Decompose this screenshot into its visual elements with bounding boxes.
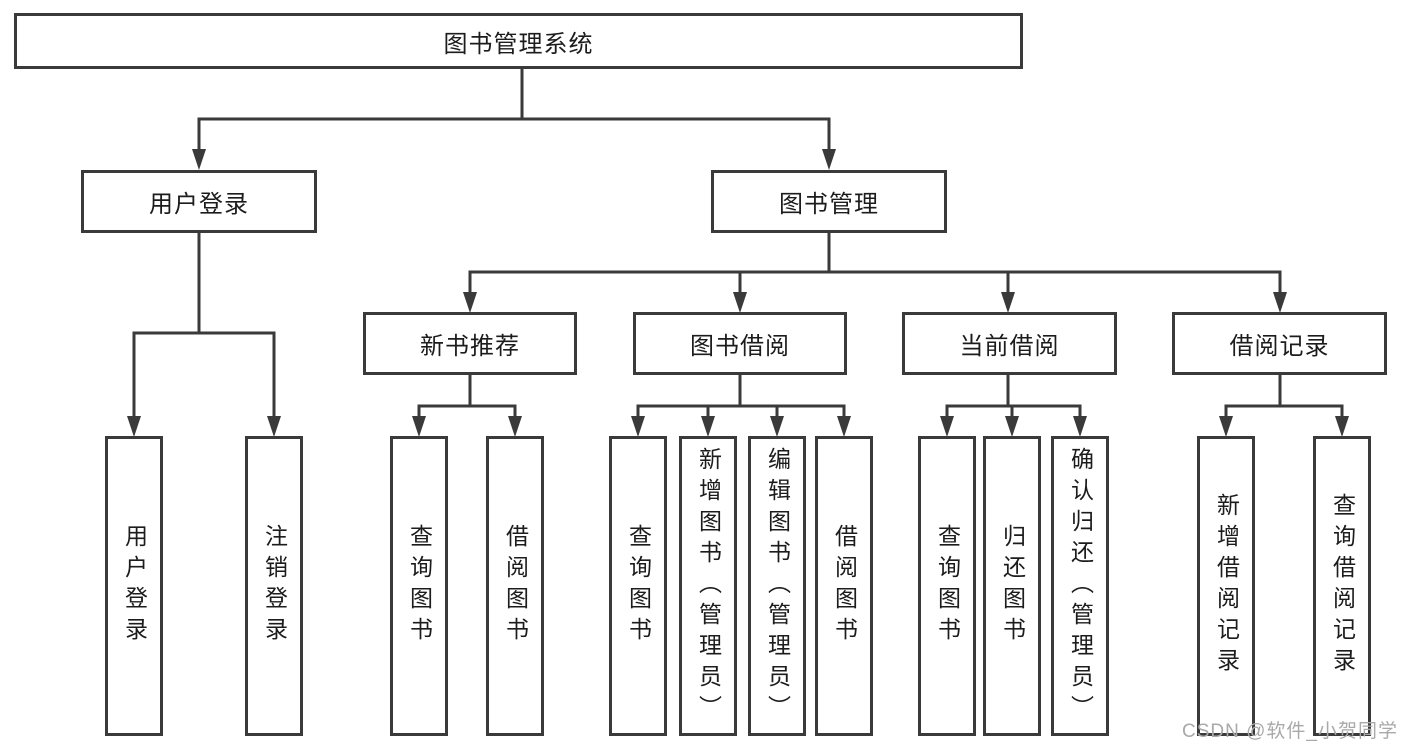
node-label: 新增图书（管理员） <box>695 446 722 726</box>
node-label: 确认归还（管理员） <box>1067 446 1094 726</box>
node-user-login-leaf: 用户登录 <box>105 436 163 736</box>
node-label: 归还图书 <box>999 524 1026 648</box>
node-book-borrowing: 图书借阅 <box>633 312 847 375</box>
connector-path <box>132 67 1344 421</box>
node-label: 编辑图书（管理员） <box>764 446 791 726</box>
node-label: 当前借阅 <box>959 333 1060 360</box>
node-library-system: 图书管理系统 <box>14 13 1023 69</box>
node-label: 图书管理系统 <box>443 30 594 58</box>
node-edit-books-admin: 编辑图书（管理员） <box>748 436 806 736</box>
arrowheads <box>127 149 1349 437</box>
node-label: 查询图书 <box>625 524 652 648</box>
node-label: 借阅记录 <box>1229 333 1330 360</box>
node-add-borrow-record: 新增借阅记录 <box>1197 436 1255 736</box>
node-label: 新增借阅记录 <box>1213 493 1240 679</box>
node-user-login: 用户登录 <box>81 170 317 233</box>
node-label: 图书借阅 <box>690 333 790 360</box>
node-query-books-borrowing: 查询图书 <box>609 436 667 736</box>
node-label: 用户登录 <box>149 191 249 218</box>
node-query-books-recommend: 查询图书 <box>390 436 448 736</box>
node-logout: 注销登录 <box>245 436 303 736</box>
node-label: 查询图书 <box>406 524 433 648</box>
node-confirm-return-admin: 确认归还（管理员） <box>1051 436 1109 736</box>
node-query-books-current: 查询图书 <box>918 436 976 736</box>
node-new-book-recommend: 新书推荐 <box>363 312 577 375</box>
node-label: 注销登录 <box>261 524 288 648</box>
node-label: 查询借阅记录 <box>1329 493 1356 679</box>
node-borrowing-records: 借阅记录 <box>1172 312 1387 375</box>
node-label: 图书管理 <box>779 191 879 218</box>
node-label: 借阅图书 <box>831 524 858 648</box>
node-add-books-admin: 新增图书（管理员） <box>679 436 737 736</box>
node-label: 借阅图书 <box>502 524 529 648</box>
node-current-borrowing: 当前借阅 <box>902 312 1117 375</box>
node-borrow-books: 借阅图书 <box>815 436 873 736</box>
watermark: CSDN @软件_小贺同学 <box>1182 721 1398 742</box>
node-label: 用户登录 <box>121 524 148 648</box>
node-label: 查询图书 <box>934 524 961 648</box>
node-return-books: 归还图书 <box>983 436 1041 736</box>
node-borrow-books-recommend: 借阅图书 <box>486 436 544 736</box>
node-book-management: 图书管理 <box>711 170 947 233</box>
node-label: 新书推荐 <box>420 333 520 360</box>
node-query-borrow-record: 查询借阅记录 <box>1313 436 1371 736</box>
